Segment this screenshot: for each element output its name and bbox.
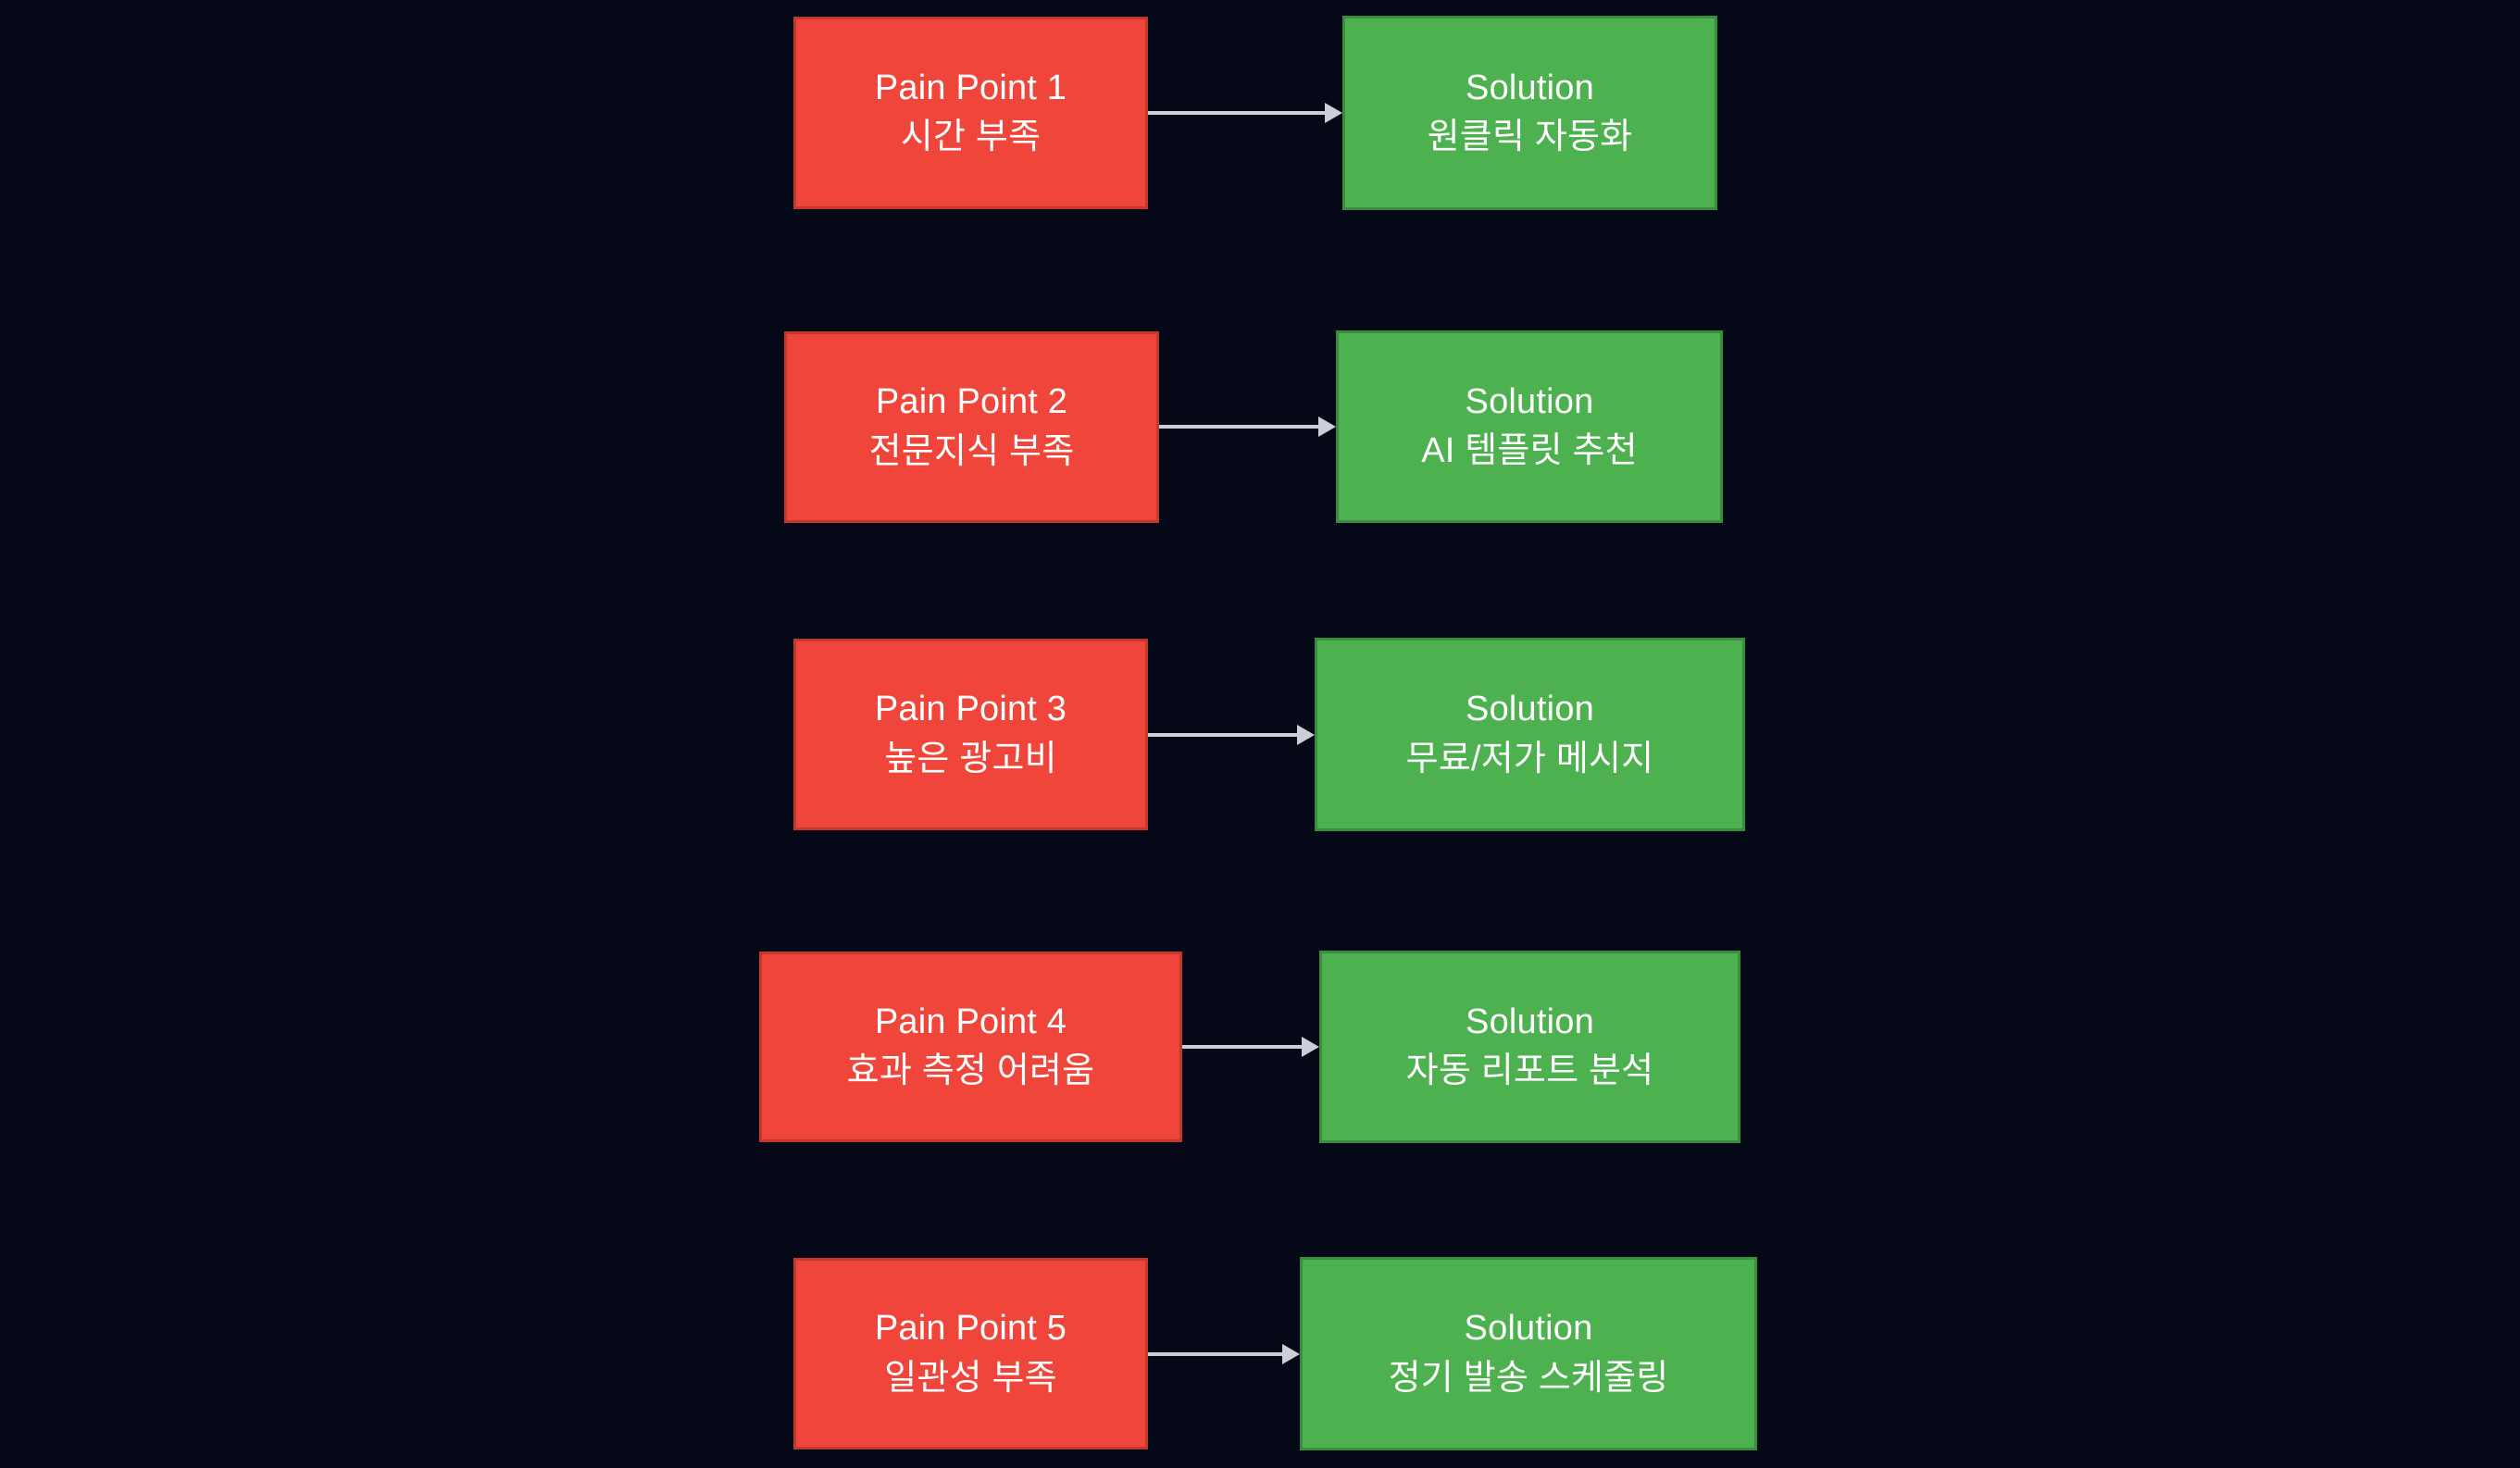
solution-title-2: Solution xyxy=(1465,381,1594,421)
solution-node-4[interactable]: Solution 자동 리포트 분석 xyxy=(1319,951,1740,1143)
pain-point-detail-3: 높은 광고비 xyxy=(884,739,1057,778)
pain-point-node-2[interactable]: Pain Point 2 전문지식 부족 xyxy=(784,331,1159,523)
solution-node-3[interactable]: Solution 무료/저가 메시지 xyxy=(1315,638,1745,831)
pain-point-detail-2: 전문지식 부족 xyxy=(868,431,1075,471)
pain-point-node-5[interactable]: Pain Point 5 일관성 부족 xyxy=(793,1258,1148,1449)
arrowhead-icon-4 xyxy=(1302,1037,1319,1057)
pain-point-title-2: Pain Point 2 xyxy=(875,382,1068,422)
solution-node-2[interactable]: Solution AI 템플릿 추천 xyxy=(1336,330,1723,523)
solution-title-4: Solution xyxy=(1466,1001,1594,1041)
pain-point-detail-4: 효과 측정 어려움 xyxy=(846,1051,1095,1090)
connector-line-1 xyxy=(1148,111,1325,115)
solution-title-3: Solution xyxy=(1466,690,1594,729)
pain-point-title-4: Pain Point 4 xyxy=(874,1001,1067,1041)
pain-point-detail-1: 시간 부족 xyxy=(900,118,1042,156)
pain-point-detail-5: 일관성 부족 xyxy=(884,1358,1057,1398)
solution-detail-5: 정기 발송 스케줄링 xyxy=(1388,1358,1669,1398)
arrowhead-icon-3 xyxy=(1297,725,1315,745)
pain-point-node-4[interactable]: Pain Point 4 효과 측정 어려움 xyxy=(759,952,1182,1142)
solution-title-5: Solution xyxy=(1464,1309,1593,1349)
solution-detail-4: 자동 리포트 분석 xyxy=(1405,1051,1654,1090)
connector-line-3 xyxy=(1148,733,1297,737)
solution-detail-2: AI 템플릿 추천 xyxy=(1421,431,1638,470)
connector-line-5 xyxy=(1148,1352,1282,1356)
solution-node-5[interactable]: Solution 정기 발송 스케줄링 xyxy=(1300,1257,1757,1450)
solution-detail-1: 원클릭 자동화 xyxy=(1427,118,1633,156)
solution-title-1: Solution xyxy=(1466,68,1594,107)
solution-detail-3: 무료/저가 메시지 xyxy=(1405,739,1654,778)
solution-node-1[interactable]: Solution 원클릭 자동화 xyxy=(1342,16,1717,210)
pain-point-title-5: Pain Point 5 xyxy=(874,1309,1067,1349)
connector-line-4 xyxy=(1182,1045,1302,1049)
arrowhead-icon-5 xyxy=(1282,1344,1300,1364)
pain-point-title-1: Pain Point 1 xyxy=(874,68,1067,107)
connector-line-2 xyxy=(1159,425,1318,429)
pain-point-title-3: Pain Point 3 xyxy=(874,690,1067,729)
pain-point-node-3[interactable]: Pain Point 3 높은 광고비 xyxy=(793,639,1148,830)
pain-point-node-1[interactable]: Pain Point 1 시간 부족 xyxy=(793,17,1148,209)
arrowhead-icon-2 xyxy=(1318,417,1336,437)
arrowhead-icon-1 xyxy=(1325,103,1342,123)
